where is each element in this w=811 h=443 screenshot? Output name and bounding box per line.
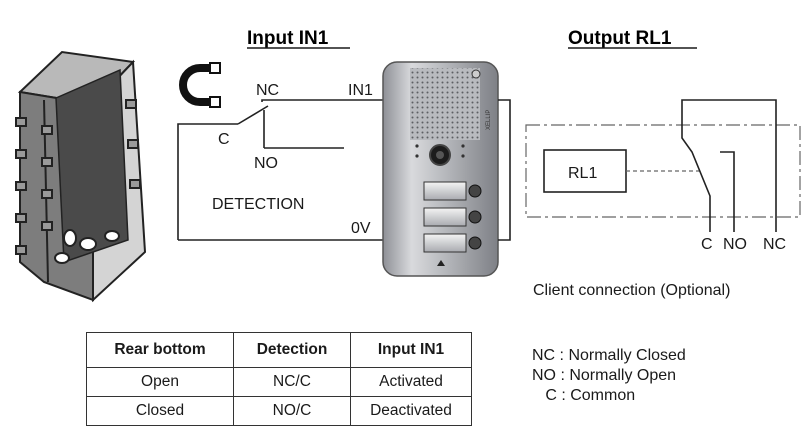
label-no-output: NO xyxy=(723,236,747,253)
table-header-row: Rear bottom Detection Input IN1 xyxy=(86,332,472,368)
rear-box-illustration xyxy=(15,50,147,303)
table-cell: Closed xyxy=(86,396,234,426)
output-circuit xyxy=(498,99,801,241)
call-button-row-2 xyxy=(423,207,482,227)
call-button-row-3 xyxy=(423,233,482,253)
label-no-input: NO xyxy=(254,155,278,172)
table-cell: Activated xyxy=(350,367,472,397)
label-nc-output: NC xyxy=(763,236,786,253)
logo-icon xyxy=(437,260,445,266)
client-connection-caption: Client connection (Optional) xyxy=(533,282,731,299)
table-header: Input IN1 xyxy=(350,332,472,368)
table-header: Rear bottom xyxy=(86,332,234,368)
legend-nc: NC : Normally Closed xyxy=(532,347,686,364)
detection-state-table: Rear bottom Detection Input IN1 Open NC/… xyxy=(86,332,472,426)
legend-c: C : Common xyxy=(532,387,636,404)
output-title: Output RL1 xyxy=(568,28,672,49)
label-c-output: C xyxy=(701,236,713,253)
legend-no: NO : Normally Open xyxy=(532,367,677,384)
label-c-input: C xyxy=(218,131,230,148)
label-nc-input: NC xyxy=(256,82,279,99)
magnet-icon xyxy=(179,62,221,108)
input-circuit xyxy=(177,99,388,241)
intercom-panel: XELLIP xyxy=(382,61,499,277)
brand-label: XELLIP xyxy=(486,110,492,130)
table-cell: NC/C xyxy=(233,367,351,397)
input-title: Input IN1 xyxy=(247,28,329,49)
call-button-row-1 xyxy=(423,181,482,201)
relay-label: RL1 xyxy=(568,165,597,182)
table-row: Open NC/C Activated xyxy=(86,367,472,397)
table-header: Detection xyxy=(233,332,351,368)
table-cell: NO/C xyxy=(233,396,351,426)
table-row: Closed NO/C Deactivated xyxy=(86,396,472,426)
table-cell: Open xyxy=(86,367,234,397)
abbreviation-legend: NC : Normally Closed NO : Normally Open … xyxy=(532,346,686,406)
label-detection: DETECTION xyxy=(212,196,304,213)
label-0v: 0V xyxy=(351,220,371,237)
table-cell: Deactivated xyxy=(350,396,472,426)
label-in1: IN1 xyxy=(348,82,373,99)
